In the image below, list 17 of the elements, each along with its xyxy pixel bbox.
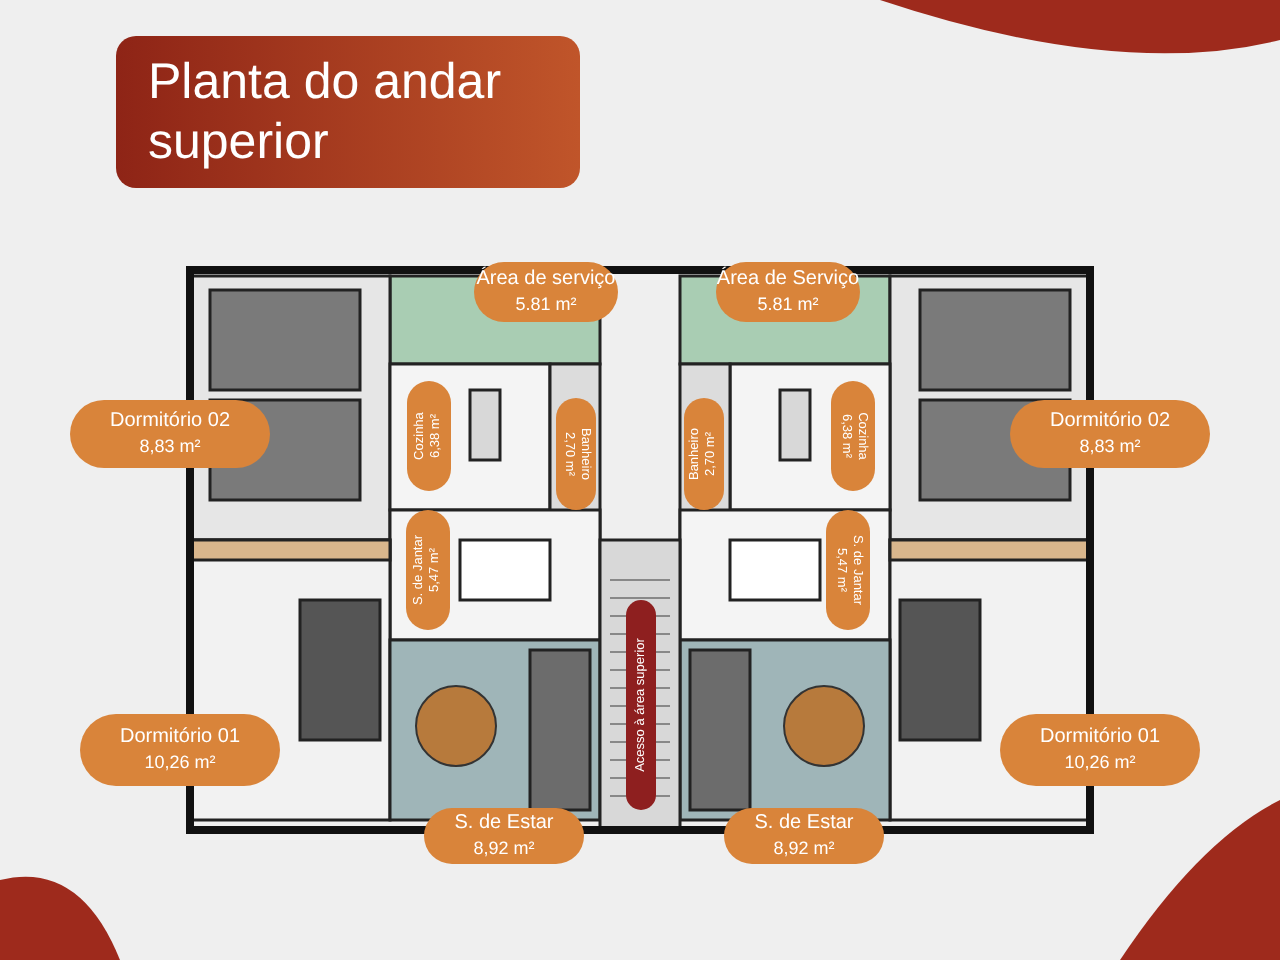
title-heading: Planta do andar superior	[116, 36, 580, 188]
room-area: 5.81 m²	[757, 292, 819, 316]
room-name: S. de Estar	[754, 812, 854, 836]
room-area: 10,26 m²	[1064, 750, 1136, 774]
room-area: 10,26 m²	[144, 750, 216, 774]
room-area: 5.81 m²	[515, 292, 577, 316]
room-name: Dormitório 02	[109, 410, 231, 434]
room-area: 8,83 m²	[139, 434, 201, 458]
room-name: Dormitório 01	[119, 726, 241, 750]
room-name: Dormitório 01	[1039, 726, 1161, 750]
room-area: 8,83 m²	[1079, 434, 1141, 458]
room-name: S. de Estar	[454, 812, 554, 836]
room-area: 8,92 m²	[773, 836, 835, 860]
room-area: 8,92 m²	[473, 836, 535, 860]
room-name: Área de serviço	[476, 268, 616, 292]
room-name: Área de Serviço	[716, 268, 860, 292]
room-name: Dormitório 02	[1049, 410, 1171, 434]
